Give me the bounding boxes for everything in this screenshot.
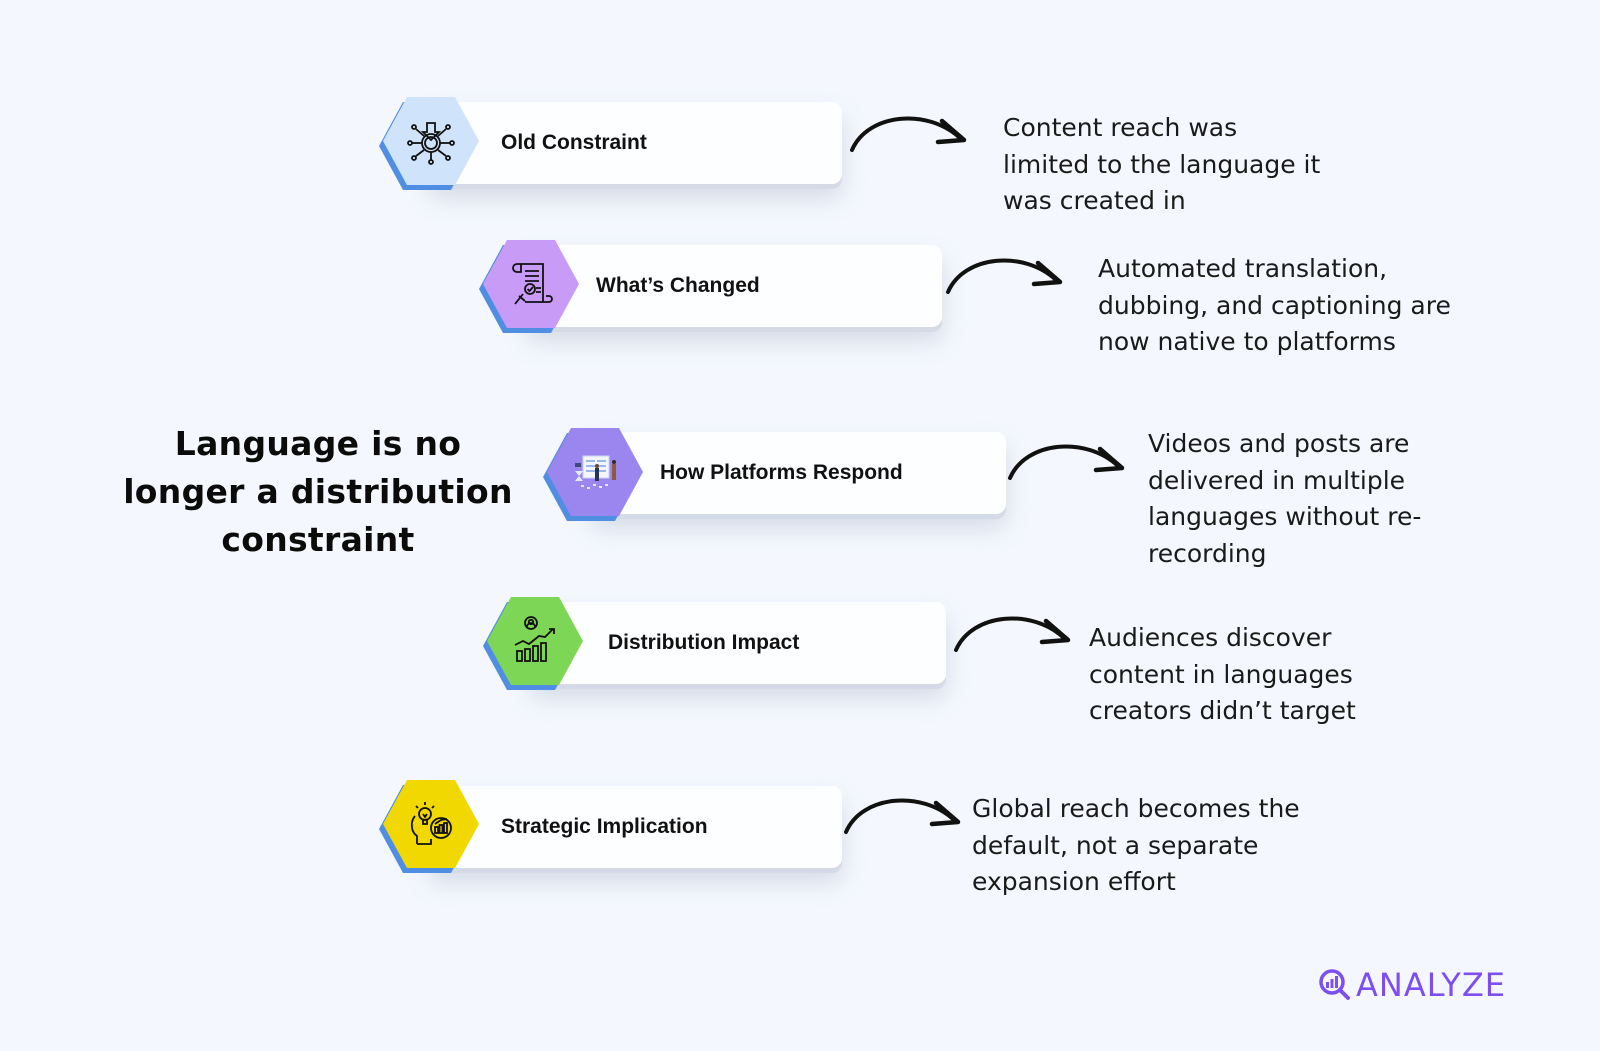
analyze-logo: ANALYZE [1318, 966, 1506, 1004]
step-description: Audiences discover content in languages … [1089, 620, 1356, 730]
step-label: Distribution Impact [608, 631, 800, 654]
description-line: Content reach was [1003, 113, 1238, 142]
step-description: Videos and posts are delivered in multip… [1148, 426, 1421, 572]
step-card: Distribution Impact [532, 602, 946, 684]
curved-arrow-icon [844, 798, 961, 834]
description-line: languages without re- [1148, 502, 1422, 531]
step-label: Strategic Implication [501, 815, 708, 838]
description-line: was created in [1003, 186, 1186, 215]
description-line: dubbing, and captioning are [1098, 290, 1451, 320]
description-line: default, not a separate [972, 830, 1259, 860]
step-label: Old Constraint [501, 131, 647, 154]
step-description: Content reach was limited to the languag… [1003, 110, 1320, 220]
idea-head-chart-icon [383, 780, 479, 868]
title-line: longer a distribution [123, 472, 513, 511]
description-line: delivered in multiple [1148, 465, 1406, 495]
title-line: Language is no [174, 424, 462, 463]
user-growth-chart-icon [487, 597, 583, 685]
description-line: expansion effort [972, 867, 1176, 896]
description-line: Automated translation, [1098, 254, 1388, 283]
description-line: creators didn’t target [1089, 696, 1356, 725]
step-hexagon [483, 597, 587, 690]
description-line: Audiences discover [1089, 623, 1332, 652]
description-line: content in languages [1089, 659, 1353, 689]
description-line: Global reach becomes the [972, 794, 1300, 823]
magnifier-chart-icon [1319, 969, 1350, 1000]
curved-arrow-icon [1008, 444, 1125, 480]
description-line: now native to platforms [1098, 327, 1396, 356]
curved-arrow-icon [850, 116, 967, 152]
step-label: How Platforms Respond [660, 461, 903, 484]
logo-text: ANALYZE [1356, 966, 1506, 1004]
description-line: limited to the language it [1003, 149, 1321, 179]
title-line: constraint [221, 520, 415, 559]
description-line: recording [1148, 538, 1267, 568]
main-title: Language is no longer a distribution con… [118, 420, 518, 564]
curved-arrow-icon [954, 616, 1071, 652]
step-card: Old Constraint [430, 102, 842, 184]
step-hexagon [379, 97, 483, 190]
step-description: Global reach becomes the default, not a … [972, 791, 1300, 901]
step-card: What’s Changed [528, 245, 942, 327]
description-line: Videos and posts are [1148, 429, 1410, 458]
step-label: What’s Changed [596, 274, 760, 297]
curved-arrow-icon [946, 258, 1063, 294]
step-hexagon [479, 240, 583, 333]
step-card: Strategic Implication [430, 786, 842, 868]
step-hexagon [543, 428, 647, 521]
step-card: How Platforms Respond [592, 432, 1006, 514]
step-description: Automated translation, dubbing, and capt… [1098, 251, 1451, 361]
step-hexagon [379, 780, 483, 873]
